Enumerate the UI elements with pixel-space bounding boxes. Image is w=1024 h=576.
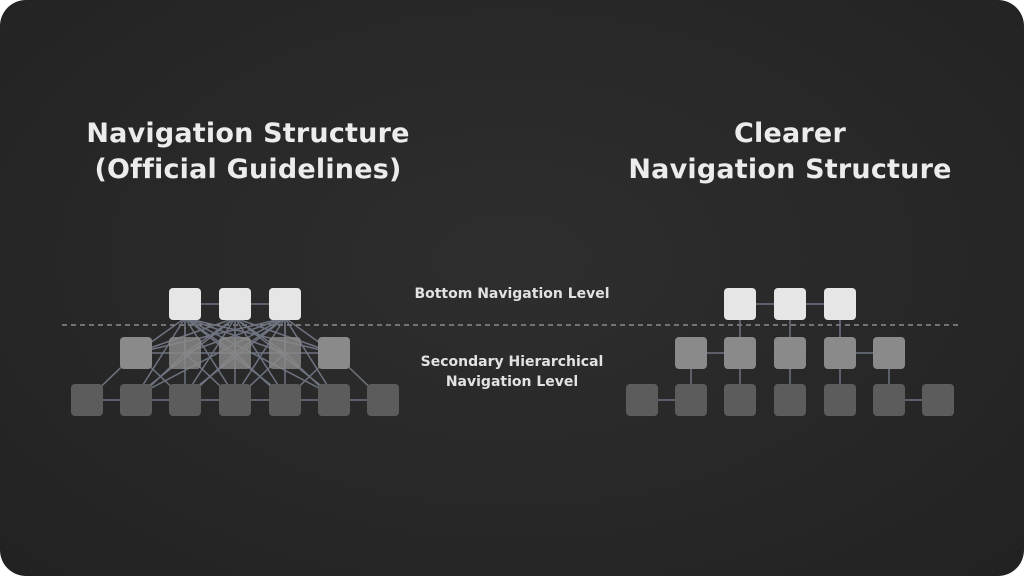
left-link-l1-2-l2-0 — [135, 317, 286, 354]
secondary-label-line-2: Navigation Level — [445, 374, 579, 390]
right-level3-node — [724, 384, 756, 416]
right-level3-node — [824, 384, 856, 416]
right-nodes — [626, 288, 954, 416]
right-level3-node — [626, 384, 658, 416]
right-level1-node — [824, 288, 856, 320]
left-level1-node — [269, 288, 301, 320]
title-official-guidelines: Navigation Structure (Official Guideline… — [38, 116, 458, 188]
title-right-line-2: Navigation Structure — [628, 154, 952, 185]
right-level1-node — [774, 288, 806, 320]
left-link-l1-2-l3-3 — [234, 317, 286, 397]
left-level2-node — [169, 337, 201, 369]
right-level2-node — [675, 337, 707, 369]
left-link-l1-2-l3-5 — [284, 317, 335, 397]
left-level3-node — [169, 384, 201, 416]
title-clearer-structure: Clearer Navigation Structure — [580, 116, 1000, 188]
left-level3-node — [71, 384, 103, 416]
left-level3-node — [219, 384, 251, 416]
right-level2-node — [724, 337, 756, 369]
left-level3-node — [120, 384, 152, 416]
title-left-line-1: Navigation Structure — [86, 118, 410, 149]
left-level1-node — [169, 288, 201, 320]
right-level2-node — [774, 337, 806, 369]
title-right-line-1: Clearer — [734, 118, 846, 149]
left-level3-node — [318, 384, 350, 416]
secondary-label-line-1: Secondary Hierarchical — [420, 354, 604, 370]
left-level2-node — [269, 337, 301, 369]
left-level3-node — [367, 384, 399, 416]
left-level1-node — [219, 288, 251, 320]
right-level3-node — [774, 384, 806, 416]
left-level2-node — [318, 337, 350, 369]
left-level3-node — [269, 384, 301, 416]
left-link-l1-2-l3-1 — [135, 317, 286, 397]
left-nodes — [71, 288, 399, 416]
left-link-l1-2-l2-1 — [184, 317, 286, 354]
right-level1-node — [724, 288, 756, 320]
right-level3-node — [922, 384, 954, 416]
secondary-navigation-level-label: Secondary Hierarchical Navigation Level — [392, 352, 632, 392]
title-left-line-2: (Official Guidelines) — [94, 154, 402, 185]
right-level2-node — [824, 337, 856, 369]
left-link-l1-0-l3-1 — [135, 317, 186, 397]
left-link-l1-1-l2-0 — [135, 317, 236, 354]
right-level3-node — [675, 384, 707, 416]
left-level2-node — [120, 337, 152, 369]
right-level2-node — [873, 337, 905, 369]
right-level3-node — [873, 384, 905, 416]
left-level2-node — [219, 337, 251, 369]
bottom-navigation-level-label: Bottom Navigation Level — [414, 286, 610, 302]
